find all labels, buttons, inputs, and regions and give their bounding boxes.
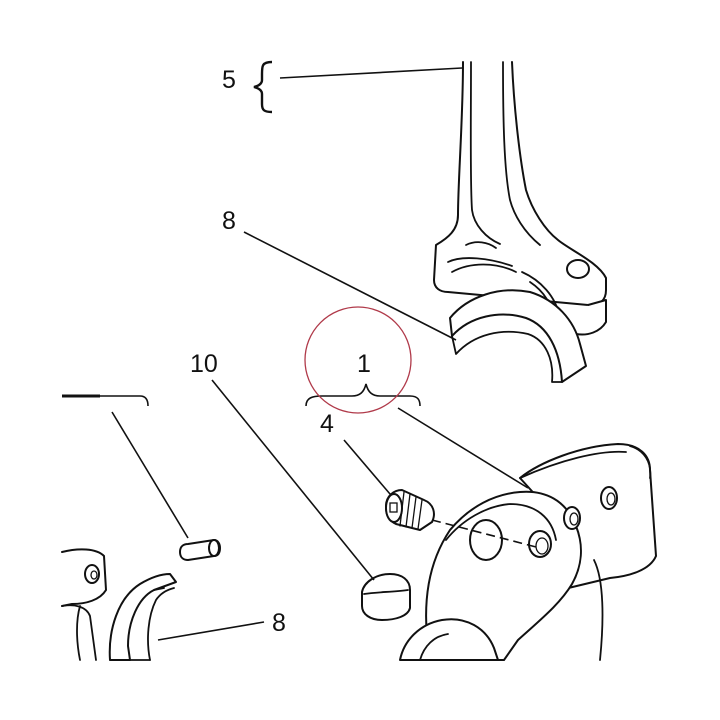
leader-4 [343,439,391,495]
connecting-rod [433,61,607,336]
callout-8-bottom: 8 [272,609,286,637]
callout-5: 5 [222,66,236,94]
small-block [361,573,411,621]
plug-axis-line [431,519,541,549]
callout-10: 10 [190,350,218,378]
leader-8-top [243,231,457,341]
brace-1 [305,383,421,407]
dowel-pin [179,539,221,561]
leader-10 [211,379,375,581]
leader-pin [111,411,189,539]
brace-5 [253,60,273,114]
lower-bearing-shell [108,573,177,661]
web-hole-large [469,519,503,561]
leader-5 [279,67,463,79]
left-rod-fragment [61,548,107,661]
highlight-circle [304,306,412,414]
leader-8-bottom [157,621,265,641]
upper-bearing-shell [449,289,587,383]
callout-1: 1 [357,350,371,378]
threaded-plug [385,489,435,531]
leader-1 [397,407,529,489]
crankshaft-assembly [399,443,657,661]
bracket-left [62,395,149,407]
callout-8-top: 8 [222,207,236,235]
web-hole-small [528,530,552,558]
rod-bolt-hole [566,259,590,279]
callout-4: 4 [320,410,334,438]
